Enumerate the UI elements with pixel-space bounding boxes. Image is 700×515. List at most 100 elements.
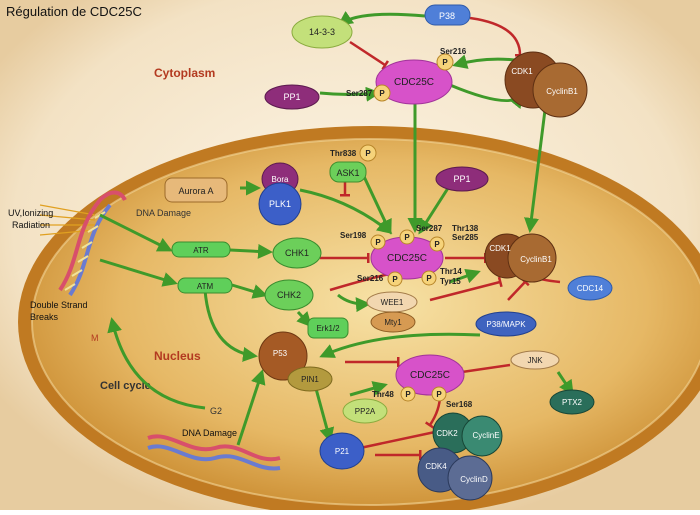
mty1-node [370, 311, 416, 333]
pp2a-label: PP2A [355, 407, 376, 416]
atr-label: ATR [193, 246, 209, 255]
cdc25c-lower-label: CDC25C [410, 370, 450, 381]
dna-damage-top-label: DNA Damage [136, 208, 191, 218]
breaks-label: Breaks [30, 312, 59, 322]
site-ser287-cyto-label: Ser287 [346, 89, 373, 98]
svg-text:P: P [442, 58, 448, 67]
atm-label: ATM [197, 282, 214, 291]
cyclinb1-nucleus-label: CyclinB1 [520, 255, 552, 264]
phospho-site-ser168: P [431, 386, 447, 402]
cdc14-node [567, 275, 613, 301]
ptx2-label: PTX2 [562, 398, 583, 407]
phase-g2-label: G2 [210, 406, 222, 416]
cyclind-label: CyclinD [460, 475, 488, 484]
ask1-label: ASK1 [336, 168, 359, 178]
svg-text:P: P [405, 390, 411, 399]
cdc14-label: CDC14 [577, 284, 604, 293]
protein-14-3-3-label: 14-3-3 [309, 27, 335, 37]
phase-m-label: M [91, 333, 99, 343]
cdk2-label: CDK2 [436, 429, 458, 438]
cell-cycle-arrow [107, 317, 206, 410]
pp1-nucleus-label: PP1 [453, 174, 470, 184]
svg-text:P: P [434, 240, 440, 249]
site-tyr15-label: Tyr15 [440, 277, 461, 286]
ptx2-node [549, 389, 595, 415]
phospho-site-ser287-cyto: P [373, 84, 391, 102]
pin1-label: PIN1 [301, 375, 319, 384]
cdk1-nucleus-label: CDK1 [489, 244, 511, 253]
phospho-site-thr48: P [400, 386, 416, 402]
p21-node [319, 432, 365, 470]
dna-helix-icon [58, 190, 127, 297]
cyclinb1-nucleus-node [507, 233, 557, 283]
chk2-node [264, 279, 314, 311]
svg-text:P: P [426, 274, 432, 283]
cyclinb1-cytoplasm-node [532, 62, 588, 118]
chk2-label: CHK2 [277, 290, 301, 300]
site-thr14-label: Thr14 [440, 267, 462, 276]
site-ser287-nuc-label: Ser287 [416, 224, 443, 233]
pp1-cytoplasm-node [264, 84, 320, 110]
bora-label: Bora [272, 175, 289, 184]
cdc25c-cytoplasm-node [375, 59, 453, 105]
p21-label: P21 [335, 447, 350, 456]
p53-node [258, 331, 308, 381]
erk12-node [307, 317, 349, 339]
erk12-label: Erk1/2 [316, 324, 340, 333]
cytoplasm-label: Cytoplasm [154, 66, 215, 80]
double-strand-label: Double Strand [30, 300, 88, 310]
svg-text:P: P [392, 275, 398, 284]
svg-text:P: P [404, 233, 410, 242]
ask1-node [329, 161, 367, 183]
activation-arrows [99, 10, 574, 446]
p53-label: P53 [273, 349, 288, 358]
site-ser198-label: Ser198 [340, 231, 367, 240]
svg-text:P: P [436, 390, 442, 399]
radiation-label: Radiation [12, 220, 50, 230]
cycline-node [461, 415, 503, 457]
phospho-site-thr138: P [429, 236, 445, 252]
cdc25c-cytoplasm-label: CDC25C [394, 77, 434, 88]
dna-helix-bottom-icon [147, 434, 281, 471]
chk1-label: CHK1 [285, 248, 309, 258]
p38-label: P38 [439, 11, 455, 21]
plk1-node [258, 182, 302, 226]
p38-mapk-node [475, 311, 537, 337]
pp2a-node [342, 398, 388, 424]
atr-node [171, 241, 231, 258]
site-ser216-nuc-label: Ser216 [357, 274, 384, 283]
cdc25c-nucleus-label: CDC25C [387, 253, 427, 264]
nucleus-label: Nucleus [154, 349, 201, 363]
cell-cycle-label: Cell cycle [100, 380, 151, 392]
p38-node [424, 4, 471, 26]
cyclind-node [447, 455, 493, 501]
jnk-node [510, 350, 560, 370]
phospho-site-ser216-top: P [436, 53, 454, 71]
protein-14-3-3-node [291, 15, 353, 49]
dna-damage-bottom-label: DNA Damage [182, 428, 237, 438]
diagram-title: Régulation de CDC25C [6, 4, 142, 19]
aurora-a-label: Aurora A [178, 186, 213, 196]
plk1-label: PLK1 [269, 199, 291, 209]
jnk-label: JNK [527, 356, 543, 365]
pin1-node [287, 366, 333, 392]
aurora-a-node [164, 177, 228, 203]
p38-mapk-label: P38/MAPK [486, 320, 526, 329]
atm-node [177, 277, 233, 294]
cycline-label: CyclinE [472, 431, 499, 440]
svg-text:P: P [365, 149, 371, 158]
cdk1-cytoplasm-label: CDK1 [511, 67, 533, 76]
phospho-site-ser287-nuc: P [399, 229, 415, 245]
phospho-site-ser216-nuc: P [387, 271, 403, 287]
svg-text:P: P [375, 238, 381, 247]
svg-text:P: P [379, 89, 385, 98]
phospho-site-thr838: P [359, 144, 377, 162]
uv-label: UV,Ionizing [8, 208, 53, 218]
pp1-nucleus-node [435, 166, 489, 192]
wee1-label: WEE1 [381, 298, 404, 307]
phospho-site-thr14: P [421, 270, 437, 286]
site-thr138-label: Thr138 [452, 224, 479, 233]
mty1-label: Mty1 [384, 318, 402, 327]
site-ser216-top-label: Ser216 [440, 47, 467, 56]
